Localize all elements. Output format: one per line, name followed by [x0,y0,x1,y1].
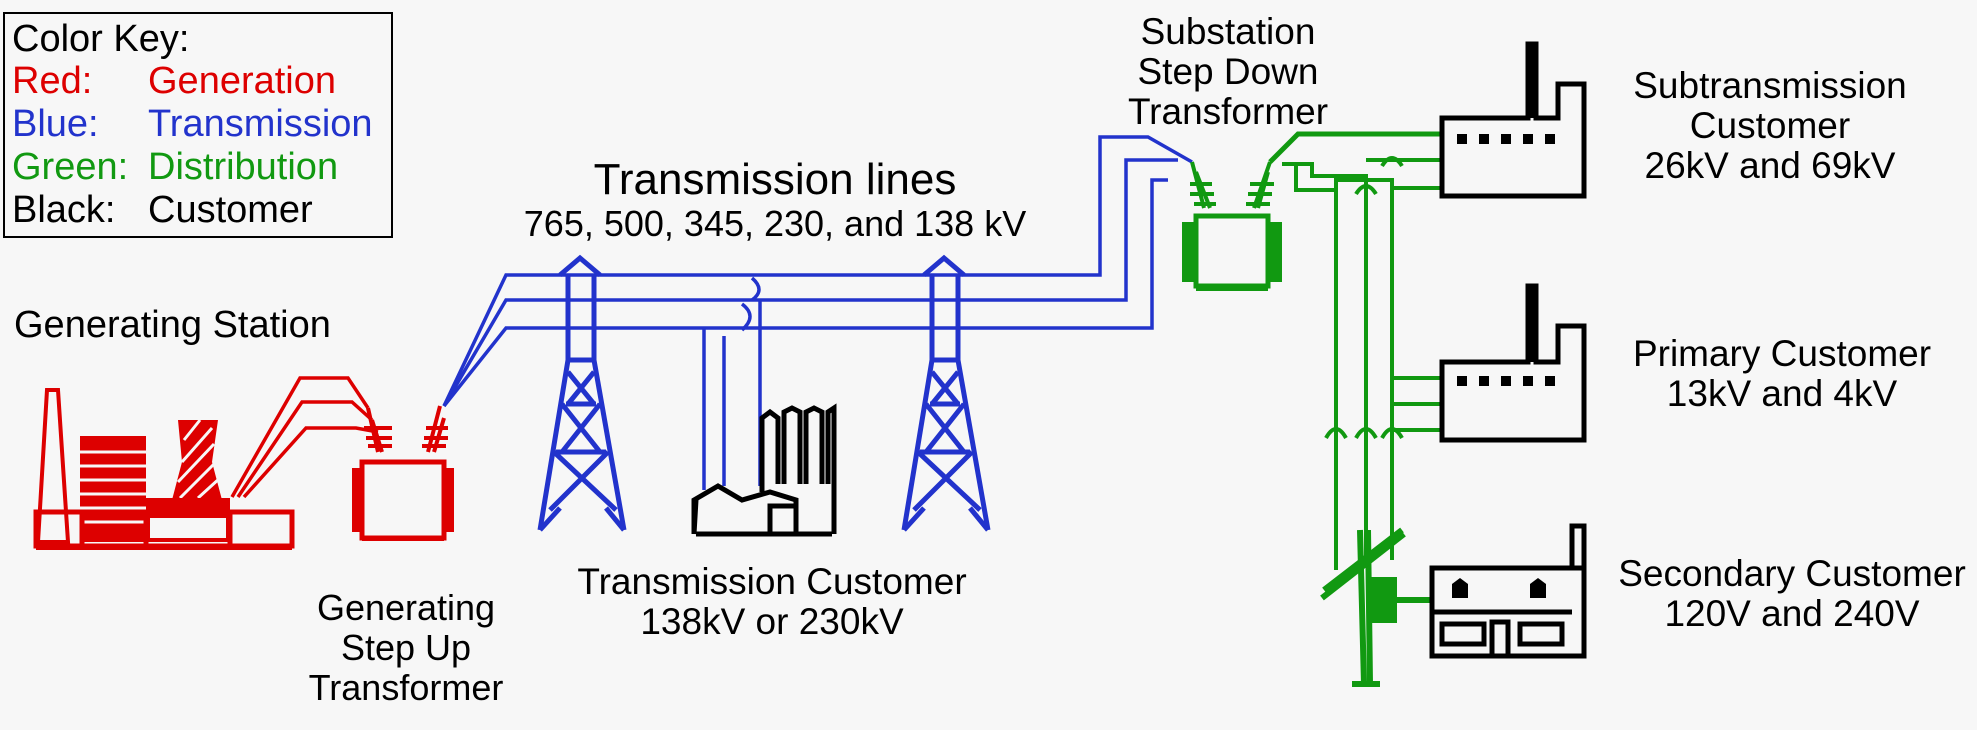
key-label: Black: [12,189,116,231]
secondary-customer-line-2: 120V and 240V [1664,593,1920,634]
step-up-line-1: Generating [316,587,496,628]
subtransmission-customer-label: Subtransmission Customer 26kV and 69kV [1610,66,1930,186]
generating-station-label: Generating Station [14,304,331,346]
subtransmission-factory [1439,41,1587,199]
transmission-lines [442,135,1193,490]
transmission-customer-line-2: 138kV or 230kV [640,601,904,642]
key-row-transmission: Blue: Transmission [12,103,373,146]
transmission-customer-label: Transmission Customer 138kV or 230kV [560,562,984,642]
step-up-line-3: Transformer [308,667,504,708]
color-key-title: Color Key: [12,18,190,60]
secondary-customer-line-1: Secondary Customer [1618,553,1966,594]
key-row-generation: Red: Generation [12,60,336,103]
key-value: Distribution [148,146,339,188]
key-label: Red: [12,60,93,102]
key-value: Customer [148,189,313,231]
key-label: Blue: [12,103,99,145]
secondary-customer-label: Secondary Customer 120V and 240V [1608,554,1976,634]
step-up-transformer [352,405,454,541]
transmission-customer-factory [691,403,837,537]
distribution-lines [1282,132,1442,570]
secondary-house [1429,523,1587,659]
transmission-tower-2 [901,254,991,532]
key-row-customer: Black: Customer [12,189,313,232]
substation-label: Substation Step Down Transformer [1108,12,1348,132]
substation-line-3: Transformer [1127,91,1329,132]
transmission-customer-line-1: Transmission Customer [577,561,967,602]
generating-station [33,376,379,550]
key-row-distribution: Green: Distribution [12,146,338,189]
primary-customer-line-1: Primary Customer [1632,333,1932,374]
primary-customer-line-2: 13kV and 4kV [1666,373,1898,414]
step-up-transformer-label: Generating Step Up Transformer [290,588,522,708]
subtransmission-line-2: Customer [1689,105,1851,146]
primary-customer-label: Primary Customer 13kV and 4kV [1612,334,1952,414]
distribution-pole [1320,527,1430,687]
key-value: Transmission [148,103,373,145]
step-down-transformer [1182,131,1442,291]
color-key: Color Key: Red: Generation Blue: Transmiss… [3,12,393,238]
key-label: Green: [12,146,129,188]
key-value: Generation [148,60,337,102]
primary-factory [1439,283,1587,443]
subtransmission-line-1: Subtransmission [1633,65,1907,106]
transmission-lines-title: Transmission lines [593,155,957,204]
subtransmission-line-3: 26kV and 69kV [1644,145,1896,186]
transmission-tower-1 [537,254,627,532]
step-up-line-2: Step Up [340,627,472,668]
transmission-voltages: 765, 500, 345, 230, and 138 kV [523,203,1027,244]
substation-line-1: Substation [1140,11,1316,52]
substation-line-2: Step Down [1137,51,1319,92]
